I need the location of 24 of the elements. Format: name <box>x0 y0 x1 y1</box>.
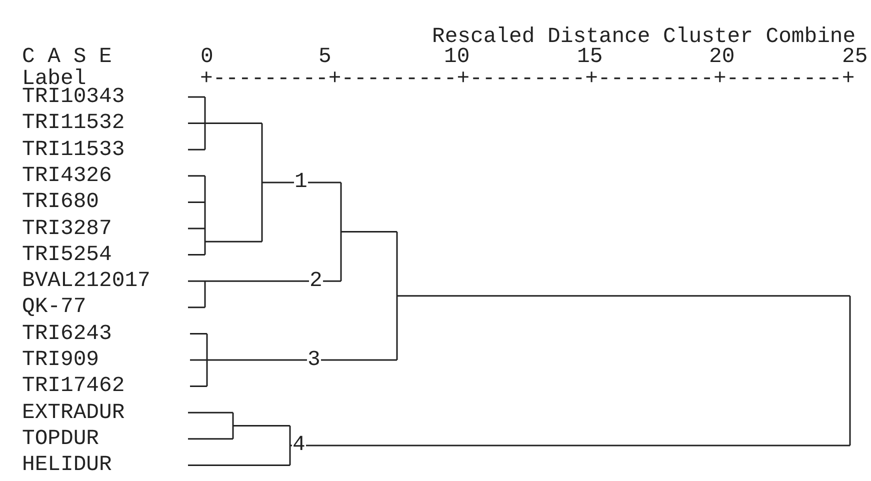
case-label: TRI909 <box>22 349 100 371</box>
case-label: TRI680 <box>22 191 100 214</box>
tick-label: 10 <box>444 46 470 68</box>
case-label: TRI4326 <box>22 164 112 187</box>
axis-scale-text: +---------+---------+---------+---------+---------+ <box>200 68 855 90</box>
tick-label: 15 <box>577 46 603 68</box>
tick-label: 5 <box>318 46 332 68</box>
case-label: TRI10343 <box>22 86 125 108</box>
case-label: TOPDUR <box>22 428 100 450</box>
case-label: TRI6243 <box>22 322 112 345</box>
case-label: BVAL212017 <box>22 270 150 292</box>
case-label: QK-77 <box>22 296 86 318</box>
case-label: TRI3287 <box>22 218 112 240</box>
case-label: TRI17462 <box>22 375 125 398</box>
case-label: HELIDUR <box>22 454 112 476</box>
tick-label: 20 <box>709 46 735 68</box>
column-header: C A S E <box>22 46 112 68</box>
tick-label: 25 <box>842 46 868 68</box>
case-label: TRI5254 <box>22 244 112 266</box>
case-label: EXTRADUR <box>22 402 125 424</box>
case-label: TRI11532 <box>22 112 125 134</box>
tick-label: 0 <box>200 46 214 68</box>
case-label: TRI11533 <box>22 138 125 161</box>
axis-title: Rescaled Distance Cluster Combine <box>432 26 856 48</box>
